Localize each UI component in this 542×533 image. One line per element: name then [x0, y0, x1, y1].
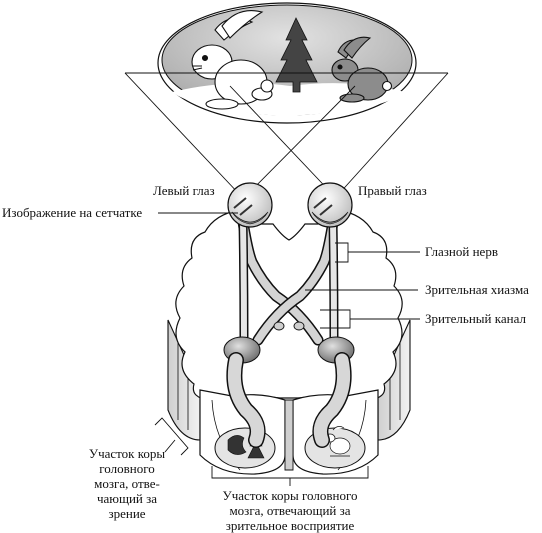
label-visual-cortex-left: Участок коры головного мозга, отве- чающ…: [82, 446, 172, 521]
leader-lines: [154, 212, 420, 486]
bracket-cortex-left: [154, 417, 189, 456]
rabbit-right-icon: [331, 36, 393, 103]
labels: Левый глаз Правый глаз Изображение на се…: [2, 183, 529, 326]
eye-right-icon: [307, 182, 353, 228]
label-visual-cortex-bottom: Участок коры головного мозга, отвечающий…: [200, 488, 380, 533]
label-visual-cortex-left-line: Участок коры: [88, 446, 166, 461]
fir-tree-icon: [275, 17, 318, 93]
bulb-right: [293, 321, 305, 331]
rabbit-left-icon: [191, 10, 274, 110]
leader-optic-tract: [320, 309, 420, 329]
label-optic-nerve: Глазной нерв: [425, 244, 498, 259]
bracket-cortex-bottom: [211, 466, 369, 486]
optic-pathway: [223, 216, 355, 448]
label-visual-cortex-left-line: головного: [99, 461, 155, 476]
label-left-eye: Левый глаз: [153, 183, 215, 198]
bulb-left: [273, 321, 285, 331]
label-retina-image: Изображение на сетчатке: [2, 205, 142, 220]
label-optic-chiasm: Зрительная хиазма: [425, 282, 529, 297]
eye-left-icon: [227, 182, 273, 228]
visual-cortex-left: [214, 427, 276, 469]
label-visual-cortex-bottom-line: мозга, отвечающий за: [229, 503, 351, 518]
label-visual-cortex-left-line: мозга, отве-: [94, 476, 160, 491]
label-visual-cortex-bottom-line: зрительное восприятие: [225, 518, 355, 533]
visual-scene: [157, 2, 417, 124]
label-visual-cortex-left-line: зрение: [108, 506, 146, 521]
light-rays: [124, 72, 449, 199]
label-visual-cortex-bottom-line: Участок коры головного: [222, 488, 358, 503]
label-right-eye: Правый глаз: [358, 183, 427, 198]
leader-optic-nerve: [335, 242, 420, 263]
label-visual-cortex-left-line: чающий за: [96, 491, 158, 506]
brain: [167, 182, 411, 475]
label-optic-tract: Зрительный канал: [425, 311, 526, 326]
